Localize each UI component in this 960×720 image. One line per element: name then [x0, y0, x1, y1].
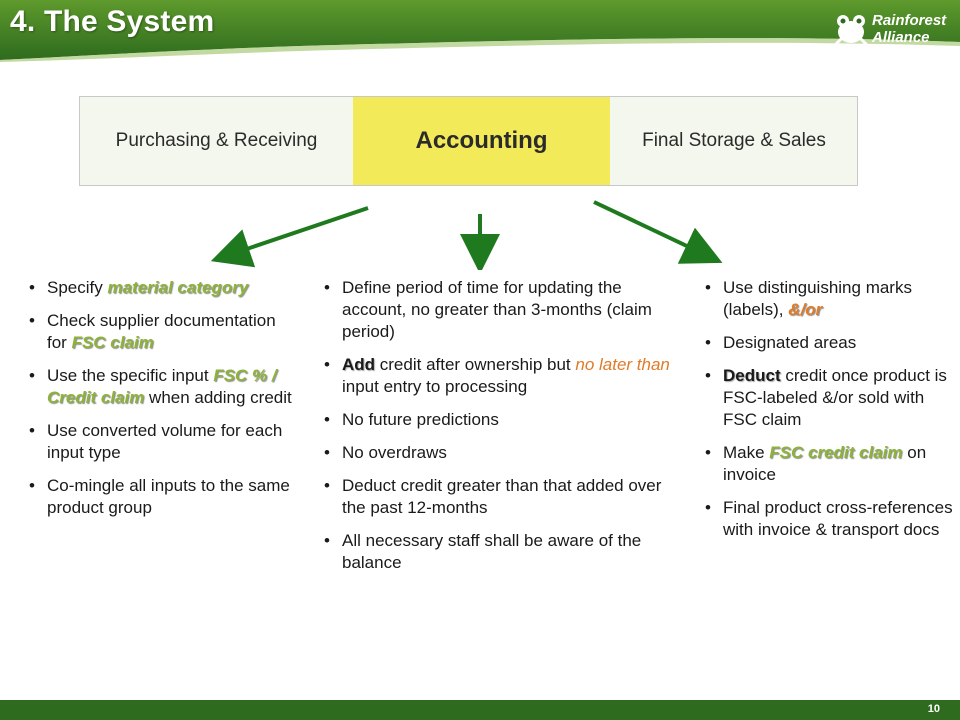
stage-accounting: Accounting	[353, 97, 610, 185]
list-item: Use the specific input FSC % / Credit cl…	[29, 365, 294, 409]
list-item: Deduct credit greater than that added ov…	[324, 475, 674, 519]
list-item: Make FSC credit claim on invoice	[705, 442, 955, 486]
right-column: Use distinguishing marks (labels), &/or …	[705, 277, 955, 552]
list-item: Use distinguishing marks (labels), &/or	[705, 277, 955, 321]
frog-icon	[834, 15, 868, 46]
logo-text-line2: Alliance	[872, 29, 930, 46]
arrow-left	[210, 206, 369, 268]
list-item: Specify material category	[29, 277, 294, 299]
list-item: Co-mingle all inputs to the same product…	[29, 475, 294, 519]
list-item: Designated areas	[705, 332, 955, 354]
process-flow-bar: Purchasing & Receiving Accounting Final …	[79, 96, 858, 186]
logo-text: Rainforest Alliance	[872, 12, 946, 46]
footer-bar: 10	[0, 700, 960, 720]
header-banner: 4. The System Rainforest Alliance	[0, 0, 960, 62]
list-item: Check supplier documentation for FSC cla…	[29, 310, 294, 354]
page-title: 4. The System	[10, 5, 215, 38]
middle-column: Define period of time for updating the a…	[324, 277, 674, 585]
arrow-right	[593, 200, 723, 264]
list-item: All necessary staff shall be aware of th…	[324, 530, 674, 574]
left-column: Specify material category Check supplier…	[29, 277, 294, 530]
rainforest-alliance-logo: Rainforest Alliance	[832, 6, 952, 54]
stage-purchasing-receiving: Purchasing & Receiving	[115, 130, 318, 151]
list-item: Use converted volume for each input type	[29, 420, 294, 464]
list-item: Define period of time for updating the a…	[324, 277, 674, 343]
logo-text-line1: Rainforest	[872, 12, 947, 29]
list-item: Deduct credit once product is FSC-labele…	[705, 365, 955, 431]
list-item: No overdraws	[324, 442, 674, 464]
list-item: No future predictions	[324, 409, 674, 431]
list-item: Add credit after ownership but no later …	[324, 354, 674, 398]
direction-arrows	[210, 200, 723, 270]
list-item: Final product cross-references with invo…	[705, 497, 955, 541]
page-number: 10	[927, 703, 940, 715]
stage-final-storage-sales: Final Storage & Sales	[642, 130, 826, 151]
